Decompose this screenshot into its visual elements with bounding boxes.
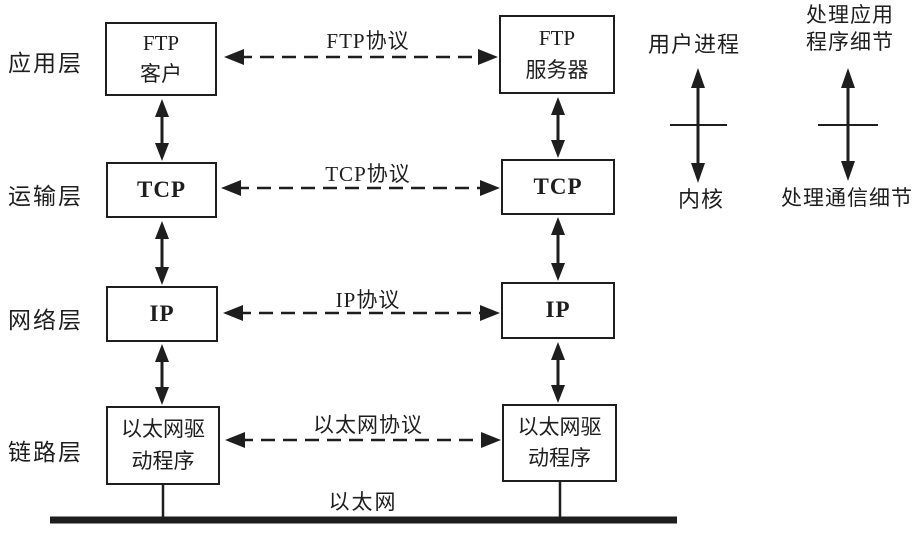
box-ethernet-driver-client: 以太网驱 动程序 [106, 406, 220, 485]
box-ftp-server: FTP 服务器 [499, 15, 615, 94]
arrow-client-ip-eth [155, 344, 169, 405]
layer-label-link: 链路层 [8, 440, 83, 465]
kernel-boundary-arrow-right [818, 68, 878, 181]
box-tcp-server: TCP [501, 159, 615, 215]
arrow-tcp-protocol [221, 180, 500, 196]
box-tcp-client: TCP [106, 162, 217, 218]
arrow-server-app-tcp [551, 97, 565, 158]
label-kernel: 内核 [678, 187, 725, 212]
arrow-ethernet-protocol [225, 432, 501, 448]
label-ip-protocol: IP协议 [335, 288, 401, 312]
box-ethernet-driver-server: 以太网驱 动程序 [502, 404, 617, 482]
arrow-client-app-tcp [155, 99, 169, 161]
layer-label-network: 网络层 [8, 308, 83, 333]
box-ip-server: IP [501, 282, 615, 339]
arrow-server-ip-eth [551, 342, 565, 403]
arrow-ftp-protocol [224, 49, 498, 65]
label-tcp-protocol: TCP协议 [325, 162, 411, 186]
label-ethernet-protocol: 以太网协议 [313, 413, 423, 437]
box-ftp-client: FTP 客户 [105, 22, 217, 96]
layer-label-application: 应用层 [8, 51, 83, 76]
arrow-ip-protocol [223, 305, 500, 321]
layer-label-transport: 运输层 [8, 184, 83, 209]
arrow-client-tcp-ip [155, 221, 169, 285]
label-ethernet-bus: 以太网 [328, 490, 398, 514]
label-comm-details: 处理通信细节 [781, 186, 913, 210]
label-user-process: 用户进程 [648, 32, 741, 57]
box-ip-client: IP [106, 286, 218, 342]
kernel-boundary-arrow-left [670, 68, 727, 183]
label-app-details: 处理应用 程序细节 [806, 3, 894, 54]
label-ftp-protocol: FTP协议 [326, 29, 410, 53]
arrow-server-tcp-ip [551, 217, 565, 281]
